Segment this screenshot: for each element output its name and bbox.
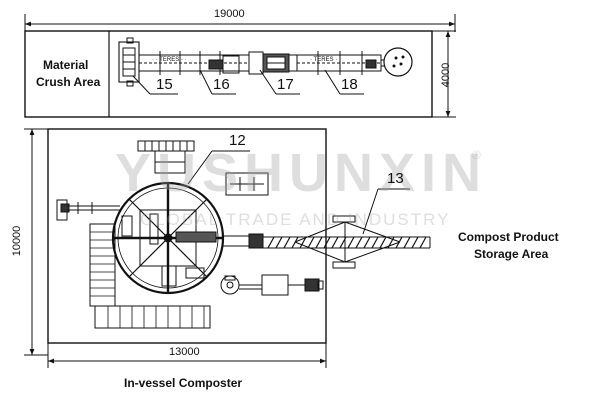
dimension-bottom-width: 13000 [169,346,200,358]
svg-text:· TERES ·: · TERES · [310,57,337,63]
callout-15: 15 [156,76,173,93]
dimension-bottom-height: 10000 [11,225,23,257]
watermark-main: YUSHUNXIN [115,143,488,203]
watermark-sub: GLOBAL TRADE AND INDUSTRY [140,210,451,229]
compost-storage-area-label-line1: Compost Product [458,230,559,244]
dimension-top-width: 19000 [214,8,245,20]
callout-12: 12 [229,132,246,149]
bottom-plan [24,128,431,368]
material-crush-area-label-line2: Crush Area [36,75,101,89]
callout-18: 18 [341,76,358,93]
material-crush-area-label-line1: Material [43,58,89,72]
callout-17: 17 [277,76,294,93]
svg-text:· · TERES · ·: · · TERES · · [152,57,187,63]
callout-13: 13 [387,170,404,187]
callout-16: 16 [213,76,230,93]
in-vessel-composter-label: In-vessel Composter [124,376,243,390]
top-plan: · · TERES · · · TERES · [24,14,456,118]
compost-storage-area-label-line2: Storage Area [474,247,549,261]
watermark-registered-mark: ® [472,148,481,162]
dimension-top-height: 4000 [440,62,452,88]
